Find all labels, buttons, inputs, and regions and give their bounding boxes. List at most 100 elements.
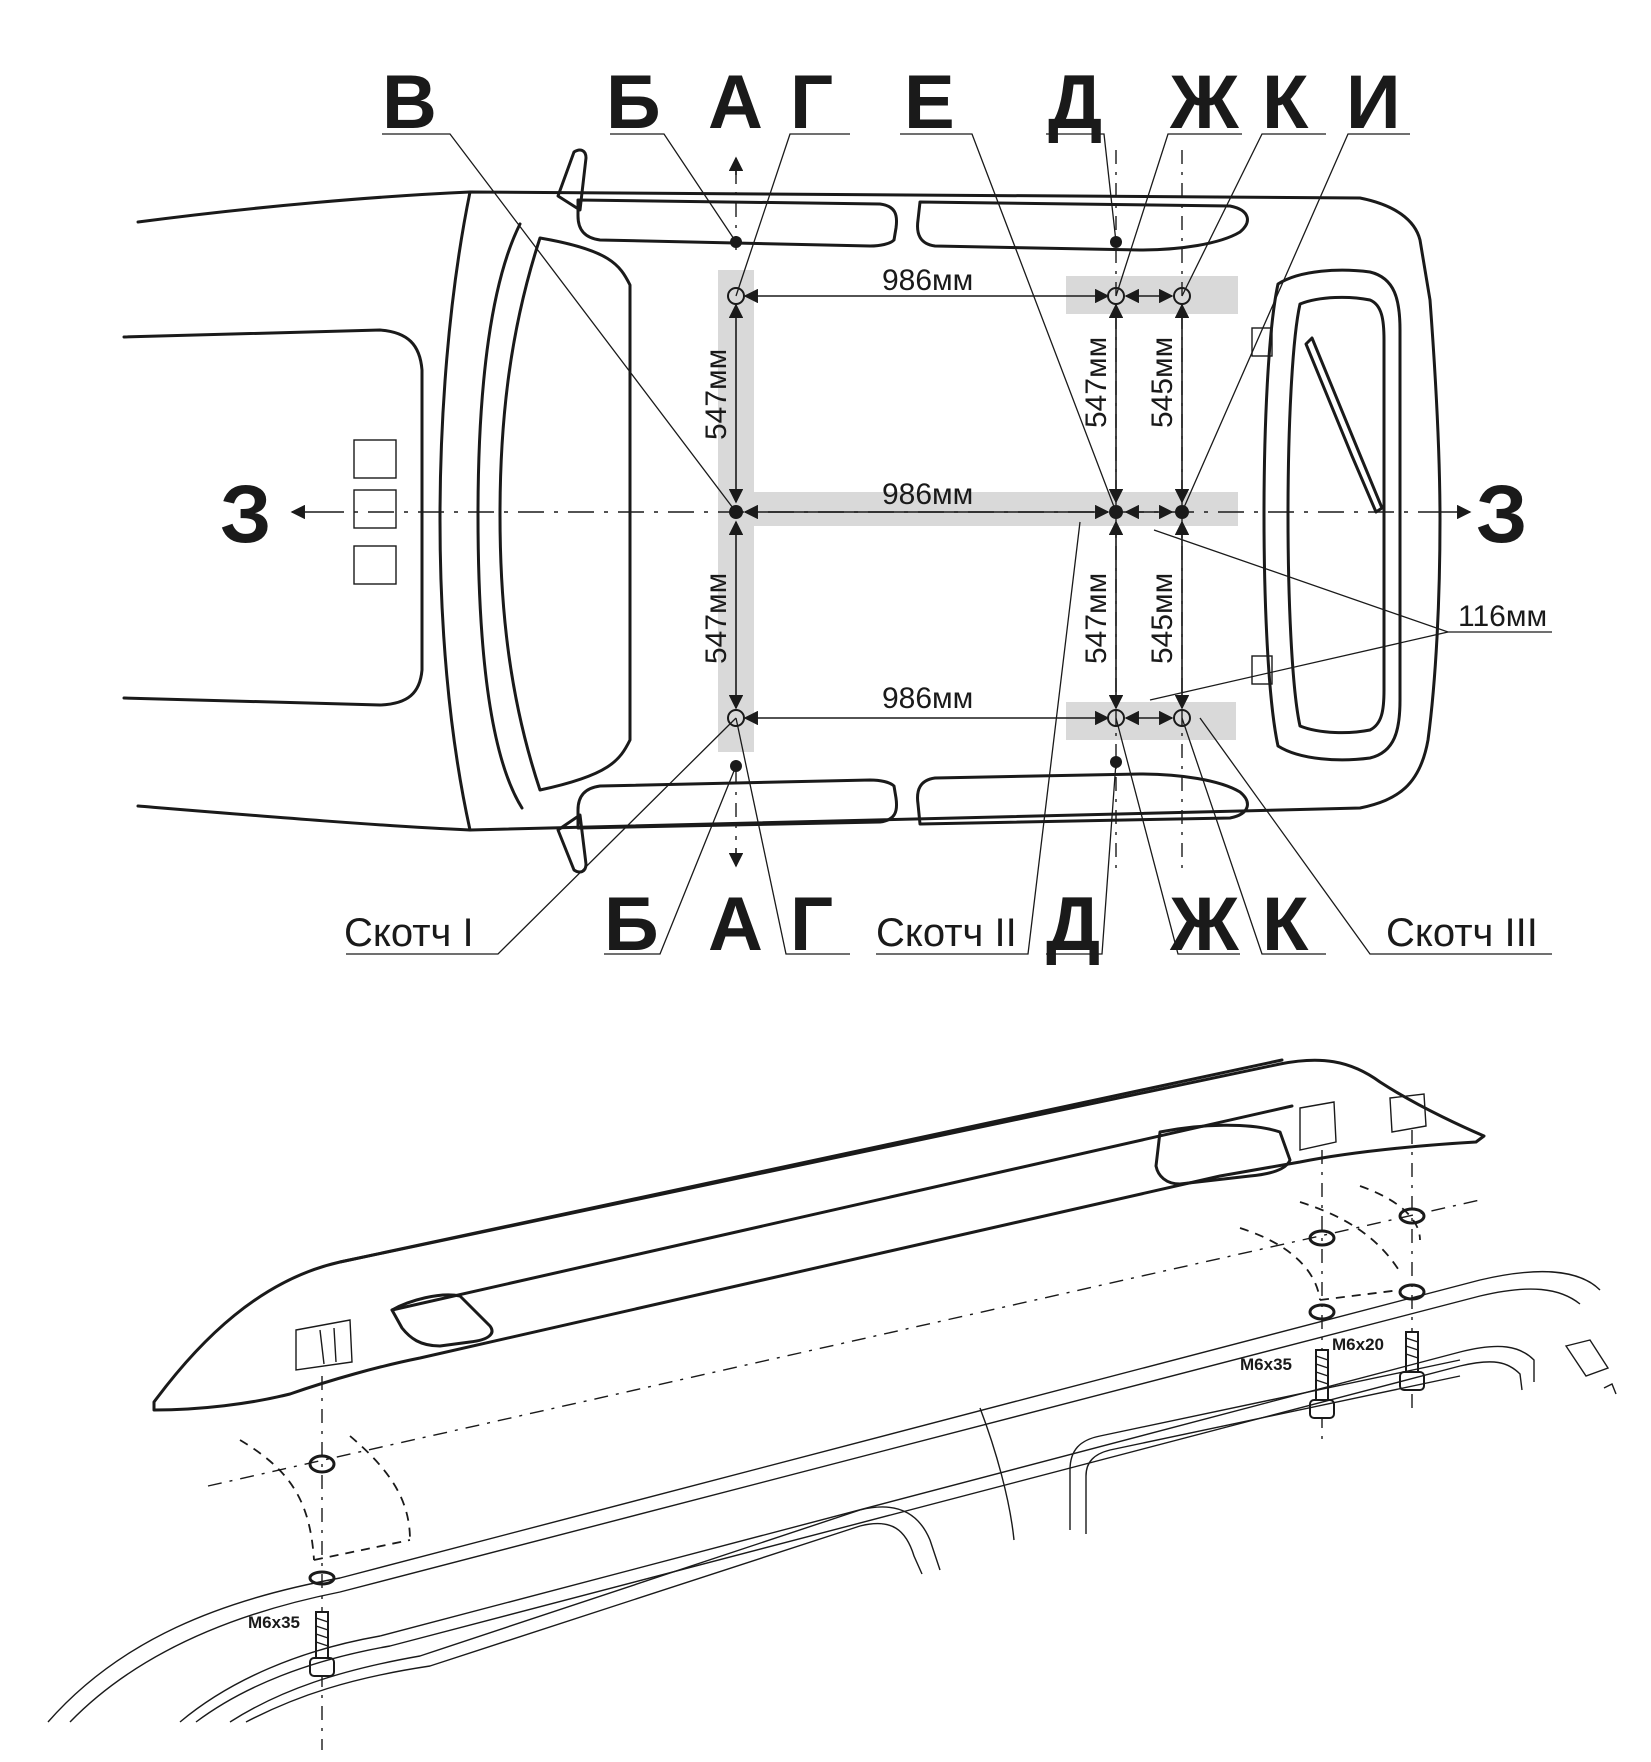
label-g-top: Г	[790, 60, 833, 145]
rear-hatch-frame	[1262, 268, 1402, 762]
hole-zh-top	[1107, 287, 1125, 305]
leader-i	[1181, 133, 1410, 513]
dimension-texts: 986мм 986мм 986мм 547мм 547мм 547мм 547м…	[700, 264, 1547, 715]
label-zh-top: Ж	[1169, 60, 1240, 145]
mirror-left	[556, 148, 588, 212]
mount-points	[727, 236, 1191, 772]
dim-middle-width-top: 547мм	[1080, 337, 1113, 428]
label-g-bottom: Г	[790, 882, 833, 967]
mounting-axis	[207, 1199, 1481, 1487]
mirror-right	[556, 813, 588, 874]
roof-gutter-2	[195, 1361, 1523, 1723]
leader-d-top	[1046, 133, 1117, 243]
door-divider	[979, 1407, 1015, 1541]
leader-g-top	[735, 133, 850, 297]
dim-offset: 116мм	[1458, 600, 1547, 633]
hole-k-bottom	[1173, 709, 1191, 727]
bolt-front-label: M6x35	[248, 1613, 300, 1632]
rear-bracket	[1299, 1093, 1427, 1151]
window-frame-rear	[1069, 1359, 1461, 1530]
leader-tape-1	[346, 717, 737, 955]
dim-length-bottom: 986мм	[882, 682, 973, 715]
tape-band-rear-top	[1066, 276, 1238, 314]
front-square-3	[353, 545, 397, 585]
rear-light-shape	[1564, 1339, 1617, 1395]
car-body-outline	[136, 190, 1442, 832]
bolt-rear-long-thread	[1315, 1355, 1329, 1385]
rear-window-glass	[1286, 295, 1386, 735]
hole-g-top	[727, 287, 745, 305]
rail-front-foot	[390, 1293, 494, 1348]
washer-rear-2-bottom	[1398, 1283, 1426, 1301]
bolt-front-thread	[315, 1617, 329, 1647]
rear-marker-bottom	[1251, 655, 1273, 685]
bottom-letters: Б А Г Д Ж К	[604, 882, 1309, 967]
leader-e	[900, 133, 1117, 513]
front-square-2	[353, 489, 397, 529]
bolt-front-head	[309, 1657, 335, 1677]
label-i-top: И	[1346, 60, 1401, 145]
hole-k-top	[1173, 287, 1191, 305]
rail-bar-top-edge	[338, 1058, 1284, 1264]
dim-front-width-bottom: 547мм	[700, 573, 733, 664]
side-window-top-front	[576, 198, 899, 248]
windshield-glass	[498, 236, 632, 792]
dim-length-top: 986мм	[882, 264, 973, 297]
bolt-front	[309, 1611, 335, 1677]
label-e-top: Е	[904, 60, 955, 145]
bolt-rear-long-label: M6x35	[1240, 1355, 1292, 1374]
roof-edge-1	[47, 1271, 1601, 1723]
tape-1-label: Скотч I	[344, 911, 474, 955]
dim-middle-width-bottom: 547мм	[1080, 573, 1113, 664]
window-frame-front-inner	[245, 1522, 923, 1723]
rear-wiper	[1304, 336, 1384, 514]
washer-rear-2-top	[1398, 1207, 1426, 1225]
washer-front-bottom	[308, 1570, 336, 1586]
washer-front-top	[308, 1454, 336, 1474]
top-letters: В Б А Г Е Д Ж К И	[382, 60, 1401, 145]
leader-lines-top	[382, 133, 1410, 513]
label-d-top: Д	[1048, 60, 1102, 145]
rear-footprint	[1239, 1185, 1421, 1301]
label-zh-bottom: Ж	[1169, 882, 1240, 967]
label-v-top: В	[382, 60, 437, 145]
roof-rail-perspective: M6x35 M6x35 M6x20	[47, 1058, 1617, 1750]
washer-rear-1-top	[1308, 1229, 1336, 1247]
leader-d-bottom	[1046, 761, 1117, 955]
dim-rear-width-top: 545мм	[1146, 337, 1179, 428]
label-k-bottom: К	[1262, 882, 1309, 967]
label-z-right: З	[1476, 469, 1527, 560]
bolt-rear-short-label: M6x20	[1332, 1335, 1384, 1354]
bolt-rear-long	[1309, 1349, 1335, 1419]
label-z-left: З	[220, 469, 271, 560]
leader-zh-top	[1115, 133, 1242, 297]
leader-k-top	[1181, 133, 1326, 297]
tape-2-label: Скотч II	[876, 911, 1017, 955]
label-a-top: А	[708, 60, 763, 145]
roof-gutter-1	[179, 1345, 1535, 1723]
label-k-top: К	[1262, 60, 1309, 145]
leader-v	[382, 133, 737, 513]
leader-b-bottom	[604, 765, 737, 955]
leader-k-bottom	[1181, 717, 1326, 955]
dim-front-width-top: 547мм	[700, 349, 733, 440]
hole-g-bottom	[727, 709, 745, 727]
leader-tape-2	[876, 521, 1081, 955]
dim-rear-width-bottom: 545мм	[1146, 573, 1179, 664]
label-b-top: Б	[606, 60, 661, 145]
rail-bar-inner-edge	[390, 1104, 1294, 1312]
leader-tape-3	[1199, 717, 1552, 955]
leader-offset-b	[1149, 631, 1449, 701]
front-square-1	[353, 439, 397, 479]
leader-g-bottom	[735, 717, 850, 955]
front-bracket	[295, 1319, 353, 1371]
dimension-lines	[728, 288, 1190, 726]
bolt-rear-short-thread	[1405, 1337, 1419, 1359]
hole-zh-bottom	[1107, 709, 1125, 727]
leader-zh-bottom	[1115, 717, 1240, 955]
label-d-bottom: Д	[1046, 882, 1100, 967]
window-frame-front	[229, 1506, 941, 1723]
leader-b-top	[610, 133, 737, 243]
washer-rear-1-bottom	[1308, 1303, 1336, 1321]
rail-bar	[152, 1058, 1486, 1412]
